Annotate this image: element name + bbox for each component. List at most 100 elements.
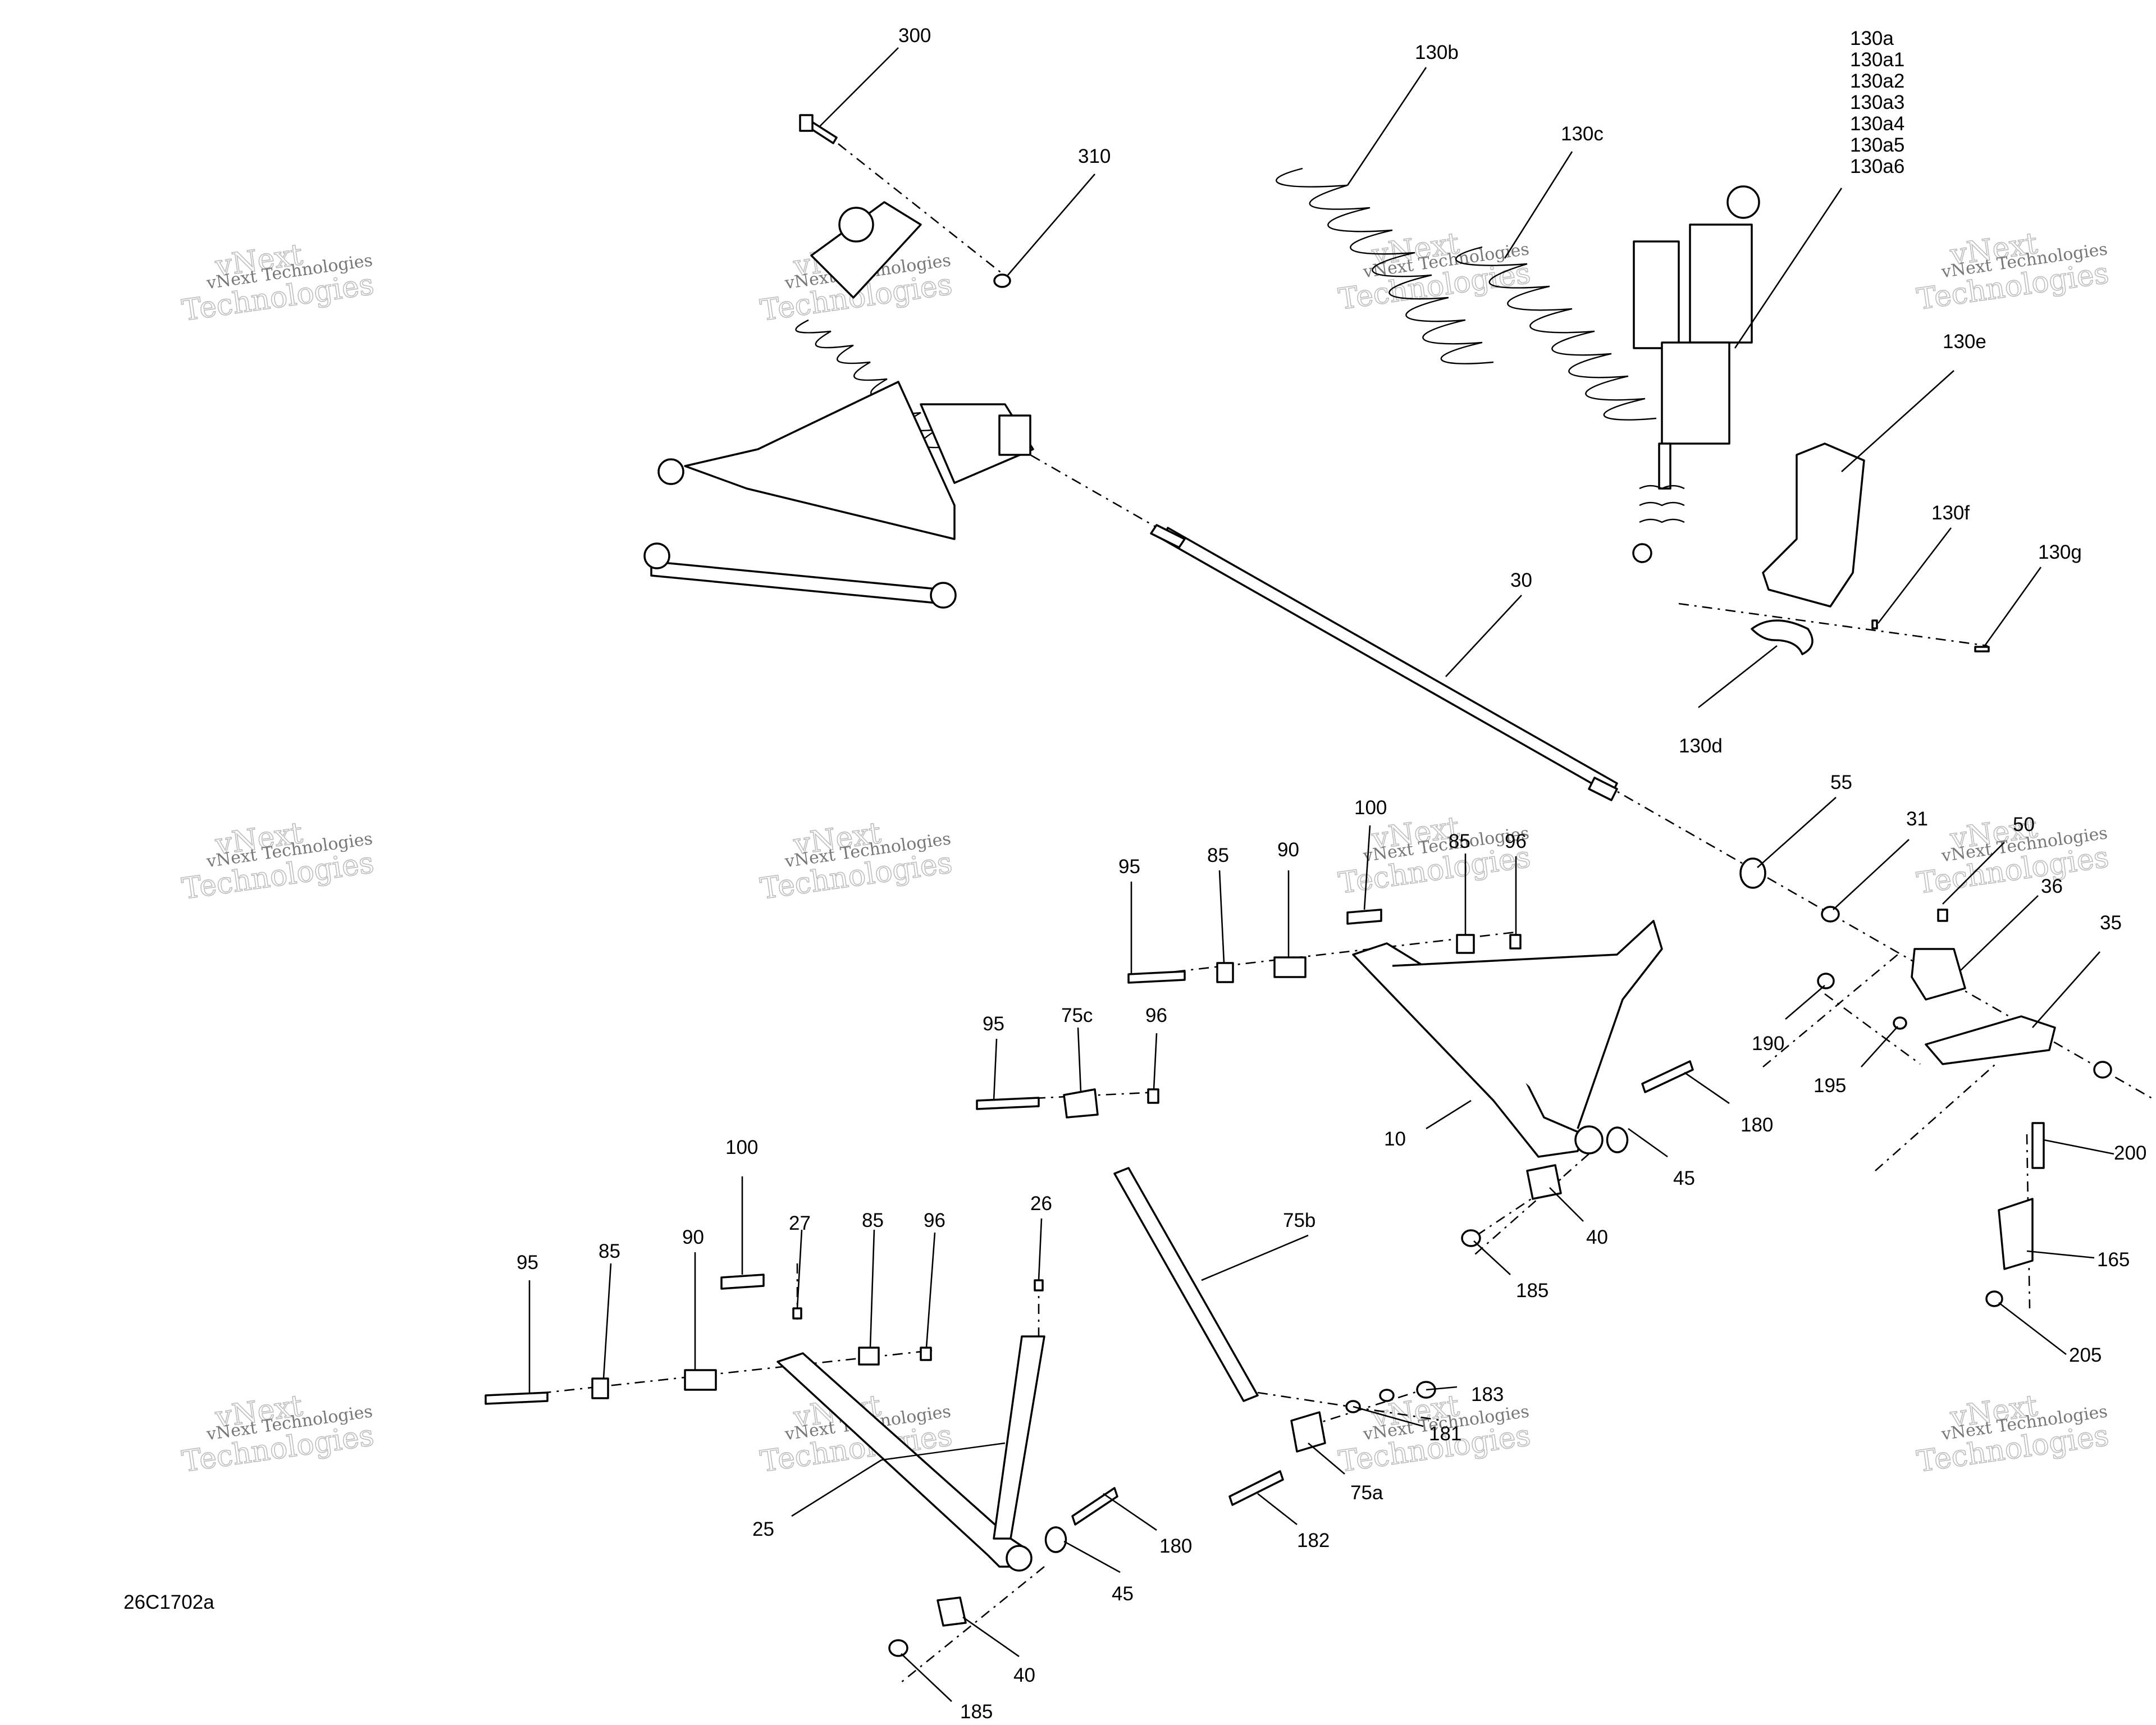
callout-130a5: 130a5 [1850,134,1904,156]
lower-arm-pivot [1006,1545,1033,1572]
assembly-line [1678,603,1988,647]
leader-line [1861,1026,1898,1067]
leader-line [1959,895,2039,972]
part-85-bushing [1456,934,1475,954]
callout-85-top: 85 [1207,845,1229,866]
part-30-drive-shaft [1150,524,1618,801]
part-130c-spring [1455,246,1657,421]
assembly-line [898,1566,1045,1686]
callout-55: 55 [1830,772,1852,793]
callout-130a: 130a [1850,28,1894,49]
callout-130g: 130g [2038,541,2082,563]
callout-130a4: 130a4 [1850,113,1904,135]
hardware-row-top [1127,909,1522,984]
callout-185-left: 185 [960,1701,993,1723]
callout-36: 36 [2041,875,2063,897]
callout-130a3: 130a3 [1850,92,1904,113]
part-100-pin [720,1274,765,1290]
diagram-id: 26C1702a [124,1591,214,1613]
ball-joint [657,458,684,485]
assembly-lines [494,128,2156,1686]
drive-shaft-icon [1161,527,1618,796]
callout-85-top-right: 85 [1449,830,1470,852]
a-arm-brace [1392,920,1663,1129]
leader-line [602,1263,612,1379]
lower-link-rod [650,560,944,605]
watermark: vNext vNext Technologies Technologies [758,816,955,907]
part-96-nut [1509,934,1522,950]
part-95-bolt [485,1391,549,1405]
leader-line [1785,985,1825,1020]
upper-shock-assembly [643,201,1034,609]
leader-line [1038,1218,1043,1281]
part-45-o-ring [1606,1126,1629,1153]
part-96-nut [920,1347,932,1361]
callout-190: 190 [1752,1033,1784,1055]
part-205-nut [1985,1290,2003,1307]
callout-85-left2: 85 [862,1210,884,1231]
lower-arm-brace [881,1442,1006,1461]
callout-180-left: 180 [1159,1535,1192,1557]
leader-line [901,1653,952,1702]
callout-130f: 130f [1931,502,1970,524]
part-130b-spring [1276,167,1494,364]
callout-10: 10 [1384,1128,1406,1150]
leader-line [1426,1099,1472,1130]
part-85-bushing [591,1377,609,1399]
leader-line [1426,1386,1458,1391]
callout-130a2: 130a2 [1850,70,1904,92]
callout-180-right: 180 [1741,1114,1773,1136]
leader-line [1473,1240,1511,1275]
leader-line [925,1232,936,1348]
callout-45-right: 45 [1673,1167,1695,1189]
part-130f-bushing [1871,619,1878,629]
callout-181: 181 [1429,1423,1461,1445]
watermark-group: vNext vNext Technologies Technologies vN… [180,226,2112,1480]
leader-line [1998,1302,2067,1356]
assembly-line [1762,954,1898,1067]
part-300-bolt [799,114,838,144]
leader-line [1698,645,1778,709]
callout-75c: 75c [1061,1005,1093,1026]
part-90-sleeve [684,1369,717,1391]
leader-line [791,1459,882,1517]
callout-130b: 130b [1415,42,1459,63]
part-195-washer [1893,1016,1907,1030]
leader-line [1257,1493,1298,1526]
assembly-line [1875,1061,1999,1171]
ball-joint [643,542,670,569]
hardware-row-bottom [485,1274,1118,1657]
part-75b-tie-rod [1113,1167,1259,1402]
callout-205: 205 [2069,1344,2102,1366]
leader-line [1734,188,1843,349]
assembly-line [1476,1178,1561,1236]
callout-25: 25 [752,1518,774,1540]
callout-182: 182 [1297,1530,1330,1551]
part-180-bolt [1071,1487,1118,1526]
shock-shaft [1658,442,1671,490]
coil-spring-icon [1455,246,1657,421]
part-100-pin [1346,909,1382,925]
hardware-row-mid [976,1088,1159,1119]
leader-line [2032,951,2100,1028]
part-130a-shock-absorber [1632,185,1760,563]
leader-line [2043,1139,2114,1155]
leader-line [1063,1540,1121,1573]
leader-line [1201,1234,1309,1281]
part-27-grease-fitting [792,1307,802,1320]
leader-line [1757,797,1837,868]
part-130g-screw [1974,646,1990,652]
callout-183: 183 [1471,1384,1504,1405]
watermark: vNext vNext Technologies Technologies [1915,810,2112,901]
leader-line [1445,595,1522,677]
part-200-bolt [2031,1122,2045,1169]
part-85-bushing [1216,962,1234,983]
shock-top-eye [1726,185,1760,219]
part-95-bolt [1127,970,1186,984]
part-75c-rod-end [1063,1088,1099,1119]
watermark: vNext vNext Technologies Technologies [180,1389,377,1480]
part-35-hub [1925,1015,2056,1065]
callout-75a: 75a [1350,1482,1383,1504]
part-50-nut [1937,909,1948,922]
